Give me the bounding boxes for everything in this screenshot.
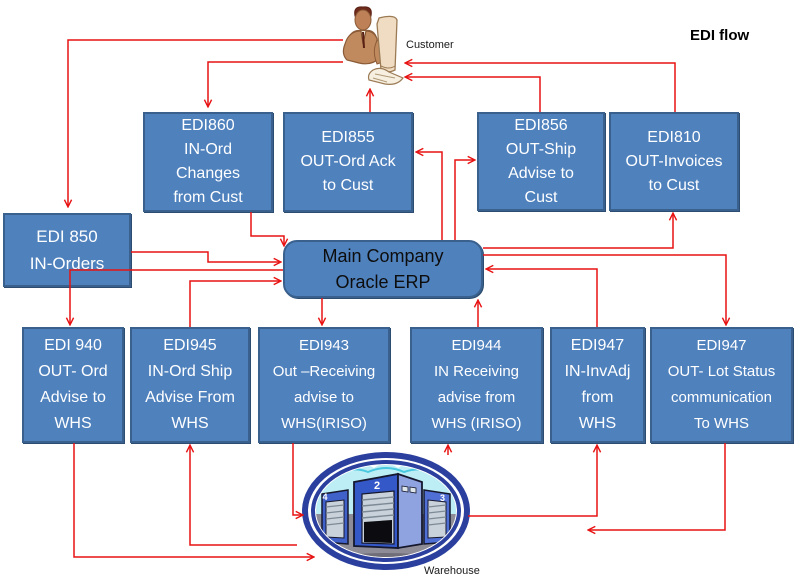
arrow-erp-to-edi810 — [483, 214, 673, 249]
node-edi945: EDI945 IN-Ord Ship Advise From WHS — [130, 327, 250, 443]
arrow-warehouse-to-edi947invadj — [468, 446, 597, 517]
arrow-edi943-to-warehouse — [292, 443, 302, 515]
customer-clipart-icon — [342, 6, 404, 85]
arrow-edi860-to-erp — [250, 212, 284, 245]
arrow-edi947invadj-to-erp — [487, 269, 598, 327]
svg-text:3: 3 — [440, 493, 445, 503]
node-edi944: EDI944 IN Receiving advise from WHS (IRI… — [410, 327, 543, 443]
svg-text:4: 4 — [323, 492, 328, 502]
arrow-edi945-to-erp — [189, 281, 280, 327]
node-edi850: EDI 850 IN-Orders — [3, 213, 131, 287]
arrow-edi856-to-customer — [406, 77, 541, 112]
arrow-erp-to-edi947lot — [483, 254, 726, 324]
page-title: EDI flow — [690, 27, 750, 44]
node-edi940: EDI 940 OUT- Ord Advise to WHS — [22, 327, 124, 443]
node-edi856: EDI856 OUT-Ship Advise to Cust — [477, 112, 605, 211]
warehouse-clipart-icon: 4 3 2 — [302, 452, 470, 570]
arrow-warehouse-to-edi945 — [190, 446, 297, 546]
arrow-edi940-to-warehouse — [73, 443, 313, 557]
node-edi860: EDI860 IN-Ord Changes from Cust — [143, 112, 273, 212]
arrow-customer-to-edi860 — [208, 61, 343, 106]
node-edi810: EDI810 OUT-Invoices to Cust — [609, 112, 739, 211]
customer-label: Customer — [406, 39, 454, 51]
node-edi947-invadj: EDI947 IN-InvAdj from WHS — [550, 327, 645, 443]
node-edi947-lot-status: EDI947 OUT- Lot Status communication To … — [650, 327, 793, 443]
node-edi855: EDI855 OUT-Ord Ack to Cust — [283, 112, 413, 212]
arrow-edi850-to-erp — [131, 251, 280, 262]
arrow-edi810-to-customer — [406, 63, 676, 112]
arrow-edi947lot-to-warehouse — [589, 443, 726, 530]
node-main-erp: Main Company Oracle ERP — [283, 240, 483, 298]
svg-text:2: 2 — [374, 480, 380, 492]
warehouse-label: Warehouse — [424, 565, 480, 577]
arrow-erp-to-edi856 — [454, 160, 474, 240]
arrow-erp-to-edi855 — [417, 152, 443, 240]
node-edi943: EDI943 Out –Receiving advise to WHS(IRIS… — [258, 327, 390, 443]
